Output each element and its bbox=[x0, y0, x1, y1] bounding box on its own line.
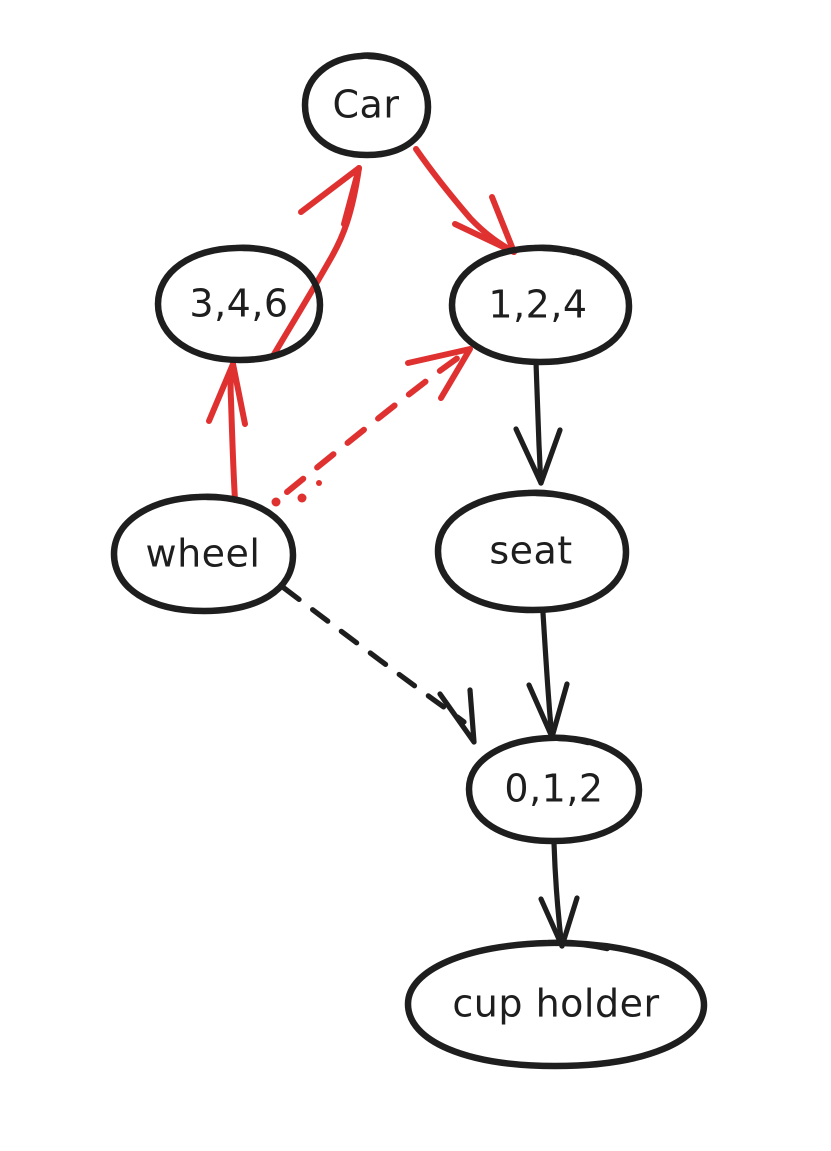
node-car[interactable]: Car bbox=[301, 52, 432, 159]
arrowhead bbox=[437, 687, 477, 745]
arrowhead bbox=[298, 165, 362, 227]
node-wheel[interactable]: wheel bbox=[110, 493, 297, 615]
node-label: 0,1,2 bbox=[504, 767, 603, 811]
node-012[interactable]: 0,1,2 bbox=[465, 734, 643, 845]
arrowhead bbox=[513, 426, 563, 486]
node-346[interactable]: 3,4,6 bbox=[154, 244, 324, 364]
node-ellipse bbox=[404, 939, 708, 1070]
node-cupholder[interactable]: cup holder bbox=[404, 939, 708, 1070]
edge-wheel-to-346[interactable] bbox=[206, 361, 322, 503]
edge-car-to-124[interactable] bbox=[413, 146, 517, 255]
ink-speck bbox=[271, 497, 281, 507]
edge-012-to-cupholder[interactable] bbox=[538, 840, 580, 949]
ink-speck bbox=[316, 480, 322, 486]
node-124[interactable]: 1,2,4 bbox=[448, 244, 633, 366]
arrowhead bbox=[405, 346, 473, 401]
node-label: cup holder bbox=[452, 982, 659, 1026]
ink-speck bbox=[297, 493, 307, 503]
node-ellipse bbox=[465, 734, 643, 845]
edge-wheel-to-124[interactable] bbox=[271, 346, 473, 507]
arrowhead bbox=[526, 681, 570, 740]
arrowhead bbox=[452, 194, 517, 255]
node-ellipse bbox=[301, 52, 432, 159]
node-ellipse bbox=[110, 493, 297, 615]
node-label: Car bbox=[333, 83, 400, 127]
node-label: 1,2,4 bbox=[488, 283, 587, 327]
node-ellipse bbox=[154, 244, 324, 364]
edge-seat-to-012[interactable] bbox=[526, 610, 570, 740]
edge-line bbox=[540, 610, 555, 740]
node-label: seat bbox=[489, 529, 572, 573]
edge-line bbox=[281, 585, 467, 725]
node-ellipse bbox=[448, 244, 633, 366]
edge-line bbox=[533, 359, 544, 486]
edge-wheel-to-012[interactable] bbox=[281, 585, 477, 745]
edge-line bbox=[284, 346, 473, 495]
node-label: 3,4,6 bbox=[189, 282, 288, 326]
node-label: wheel bbox=[146, 532, 261, 576]
node-ellipse bbox=[434, 489, 630, 614]
edge-346-to-car[interactable] bbox=[270, 165, 362, 359]
arrowhead bbox=[538, 895, 580, 949]
edge-line bbox=[413, 146, 517, 255]
node-seat[interactable]: seat bbox=[434, 489, 630, 614]
edge-124-to-seat[interactable] bbox=[513, 359, 563, 486]
arrowhead bbox=[206, 361, 248, 427]
